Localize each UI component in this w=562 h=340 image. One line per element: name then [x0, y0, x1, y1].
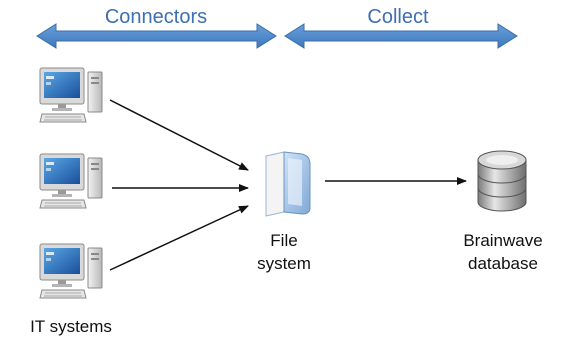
connectors-phase-arrow [36, 23, 277, 49]
file-system-label-line1: File [270, 231, 297, 250]
connectors-label: Connectors [105, 6, 207, 28]
it-systems-label: IT systems [30, 317, 112, 336]
database-label-line2: database [468, 254, 538, 273]
desktop-computer-icon [39, 243, 103, 299]
database-label-line1: Brainwave [463, 231, 542, 250]
desktop-computer-icon [39, 153, 103, 209]
collect-phase-arrow [284, 23, 518, 49]
flow-arrow-top [109, 99, 249, 171]
flow-arrow-bottom [109, 205, 249, 271]
database-icon [477, 150, 527, 212]
desktop-computer-icon [39, 67, 103, 123]
folder-icon [265, 151, 311, 217]
file-system-label-line2: system [257, 254, 311, 273]
collect-label: Collect [367, 6, 429, 28]
